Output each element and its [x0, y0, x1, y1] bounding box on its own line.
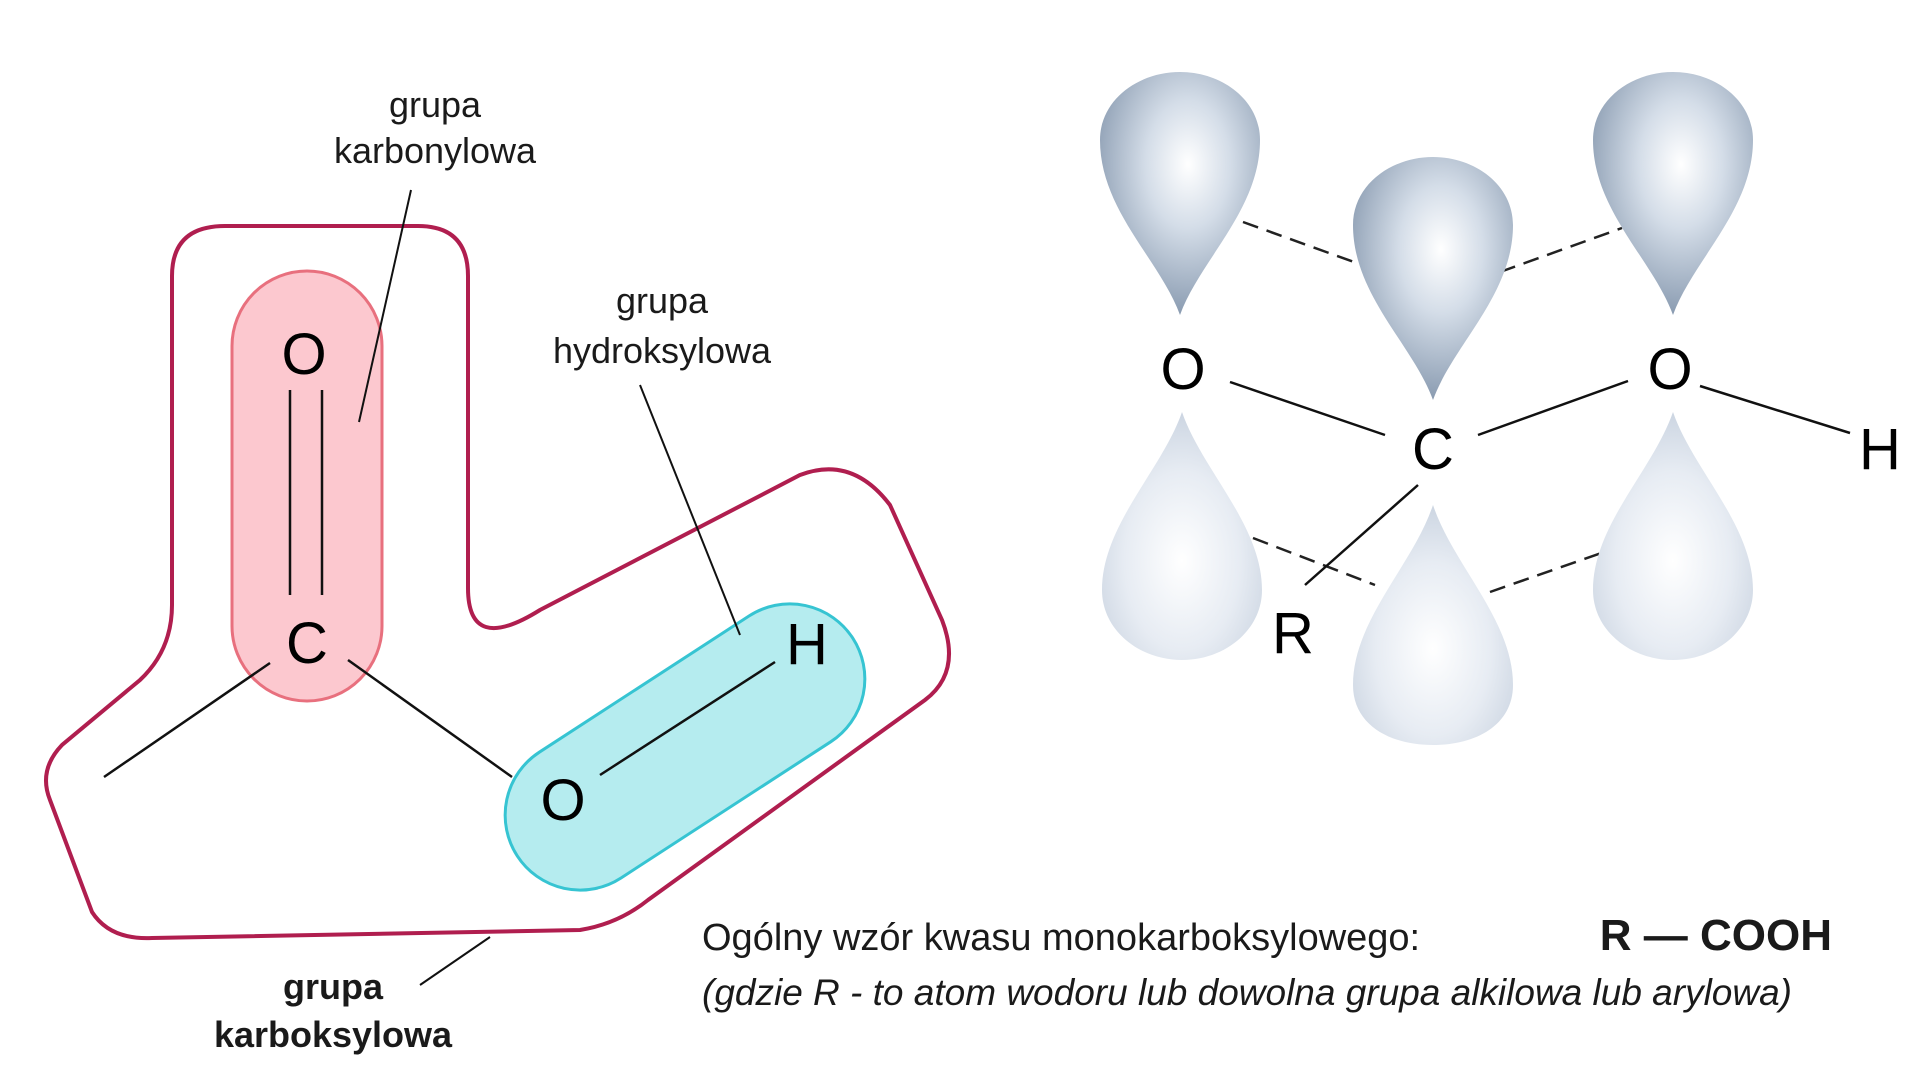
- bond-o-h: [599, 660, 776, 777]
- orbital-atom-o-left: O: [1160, 337, 1205, 402]
- carbonyl-callout-line: [358, 189, 412, 423]
- hydroxyl-callout-line: [639, 384, 741, 636]
- orbital-bond-o-c: [1229, 380, 1386, 437]
- orbital-atom-c: C: [1412, 417, 1454, 482]
- p-orbital-lobe-o-right-top: [1593, 72, 1753, 315]
- p-orbital-lobe-c-top: [1353, 157, 1513, 400]
- pi-dash-top-left: [1242, 220, 1366, 268]
- carboxyl-callout-line: [419, 936, 491, 986]
- carboxyl-label-line2: karboksylowa: [214, 1014, 453, 1055]
- orbital-atom-h: H: [1859, 417, 1901, 482]
- carbonyl-label-line2: karbonylowa: [334, 130, 537, 171]
- pi-dash-bottom-left: [1252, 536, 1376, 587]
- hydroxyl-group-highlight: [503, 602, 867, 892]
- p-orbital-lobe-c-bottom: [1353, 505, 1513, 745]
- carbonyl-group-highlight: [230, 269, 384, 703]
- bond-c-r: [103, 661, 271, 779]
- atom-o-top: O: [281, 322, 326, 387]
- p-orbital-lobe-o-left-bottom: [1102, 412, 1262, 660]
- atom-h: H: [786, 612, 828, 677]
- hydroxyl-label-line1: grupa: [616, 280, 709, 321]
- carbonyl-label-line1: grupa: [389, 84, 482, 125]
- p-orbital-lobe-o-right-bottom: [1593, 412, 1753, 660]
- orbital-model: O C O H R: [1100, 72, 1901, 745]
- carboxyl-label-line1: grupa: [283, 966, 384, 1007]
- pi-dash-bottom-right: [1489, 548, 1611, 594]
- p-orbital-lobe-o-left-top: [1100, 72, 1260, 315]
- atom-c: C: [286, 611, 328, 676]
- pi-dash-top-right: [1499, 226, 1623, 274]
- carboxyl-group-outline: [44, 224, 951, 941]
- orbital-atom-o-right: O: [1647, 337, 1692, 402]
- hydroxyl-label-line2: hydroksylowa: [553, 330, 772, 371]
- orbital-bond-o-h: [1699, 384, 1851, 435]
- orbital-bond-c-r: [1304, 484, 1419, 586]
- formula-expression: R — COOH: [1600, 911, 1832, 960]
- formula-caption: Ogólny wzór kwasu monokarboksylowego:: [702, 917, 1420, 959]
- carboxyl-structure: O C O H grupa karbonylowa grupa hydroksy…: [44, 84, 951, 1055]
- formula-note: (gdzie R - to atom wodoru lub dowolna gr…: [702, 972, 1792, 1013]
- general-formula: Ogólny wzór kwasu monokarboksylowego: R …: [702, 911, 1832, 1013]
- bond-c-o: [347, 658, 513, 779]
- orbital-bond-c-o: [1477, 379, 1629, 437]
- atom-o-bottom: O: [540, 768, 585, 833]
- orbital-atom-r: R: [1272, 601, 1314, 666]
